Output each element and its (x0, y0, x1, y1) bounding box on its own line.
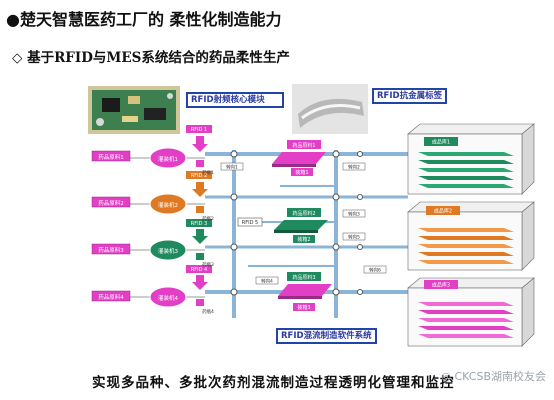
rfid-module-callout: RFID射频核心模块 (186, 92, 284, 108)
station-material: 药品原料1 (292, 142, 315, 149)
rfid-tag-callout: RFID抗金属标签 (372, 88, 448, 104)
rfid-tag-photo (292, 84, 368, 134)
production-line-1: 药品原料1 灌装机1 (91, 147, 187, 169)
input-label: 药品原料2 (98, 199, 124, 207)
machine-label: 灌装机2 (158, 201, 178, 209)
machine-label: 灌装机4 (158, 294, 179, 302)
production-line-4: 药品原料4 灌装机4 (91, 286, 187, 308)
input-label: 药品原料3 (98, 246, 124, 254)
software-callout: RFID混流制造软件系统 (276, 328, 377, 344)
rfid-module-photo (88, 86, 180, 134)
station-material: 药品原料3 (292, 274, 315, 281)
slide-subtitle: ◇ 基于RFID与MES系统结合的药品柔性生产 (12, 50, 290, 66)
svg-text:转向6: 转向6 (369, 267, 381, 274)
warehouse-2: 成品库2 (407, 201, 535, 271)
rfid-reader-3: RFID 3 (186, 219, 212, 244)
production-line-2: 药品原料2 灌装机2 (91, 193, 187, 215)
input-label: 药品原料1 (98, 153, 124, 161)
rfid-reader-5: RFID 5 (237, 217, 263, 227)
warehouse-label: 成品库2 (434, 208, 452, 215)
slide-caption: 实现多品种、多批次药剂混流制造过程透明化管理和监控 (92, 375, 455, 391)
watermark: ◎ CKCSB湖南校友会 (441, 370, 546, 383)
svg-text:转向4: 转向4 (261, 278, 273, 285)
rfid-reader-2: RFID 2 (186, 171, 212, 197)
warehouse-label: 成品库1 (432, 139, 450, 146)
rfid-label: RFID 1 (191, 127, 207, 133)
svg-text:转向5: 转向5 (348, 234, 360, 241)
vial-tags: 药瓶1 药瓶2 药瓶3 药瓶4 (196, 160, 214, 315)
mid-station-3: 药品原料3 装箱3 (278, 272, 332, 311)
vial-label: 药瓶1 (202, 169, 214, 176)
vial-label: 药瓶2 (202, 215, 214, 222)
vial-label: 药瓶3 (202, 261, 214, 268)
station-material: 药品原料2 (292, 210, 315, 217)
production-line-3: 药品原料3 灌装机3 (91, 239, 187, 261)
svg-text:转向2: 转向2 (348, 164, 360, 171)
warehouse-1: 成品库1 (407, 123, 535, 195)
rfid-label: RFID 3 (191, 221, 207, 227)
svg-text:转向1: 转向1 (226, 164, 238, 171)
mid-station-1: 药品原料1 装箱1 (272, 140, 326, 176)
mid-station-2: 药品原料2 装箱2 (274, 208, 328, 243)
station-label: 装箱1 (295, 169, 308, 176)
rfid-label: RFID 2 (191, 173, 207, 179)
warehouse-3: 成品库3 (407, 277, 535, 347)
machine-label: 灌装机1 (158, 155, 178, 163)
rfid-reader-1: RFID 1 (186, 125, 212, 152)
warehouse-label: 成品库3 (432, 282, 450, 289)
switch-labels: 转向1 转向2 转向3 转向4 转向5 转向6 (220, 162, 387, 285)
slide-title: ●楚天智慧医药工厂的 柔性化制造能力 (6, 10, 282, 29)
input-label: 药品原料4 (98, 293, 124, 301)
rfid-label: RFID 5 (242, 220, 258, 226)
station-label: 装箱3 (297, 304, 310, 311)
svg-text:转向3: 转向3 (348, 211, 360, 218)
vial-label: 药瓶4 (202, 308, 214, 315)
bus-junctions (230, 150, 363, 296)
station-label: 装箱2 (297, 236, 310, 243)
machine-label: 灌装机3 (158, 247, 179, 255)
rfid-reader-4: RFID 4 (186, 265, 212, 290)
rfid-label: RFID 4 (191, 267, 207, 273)
